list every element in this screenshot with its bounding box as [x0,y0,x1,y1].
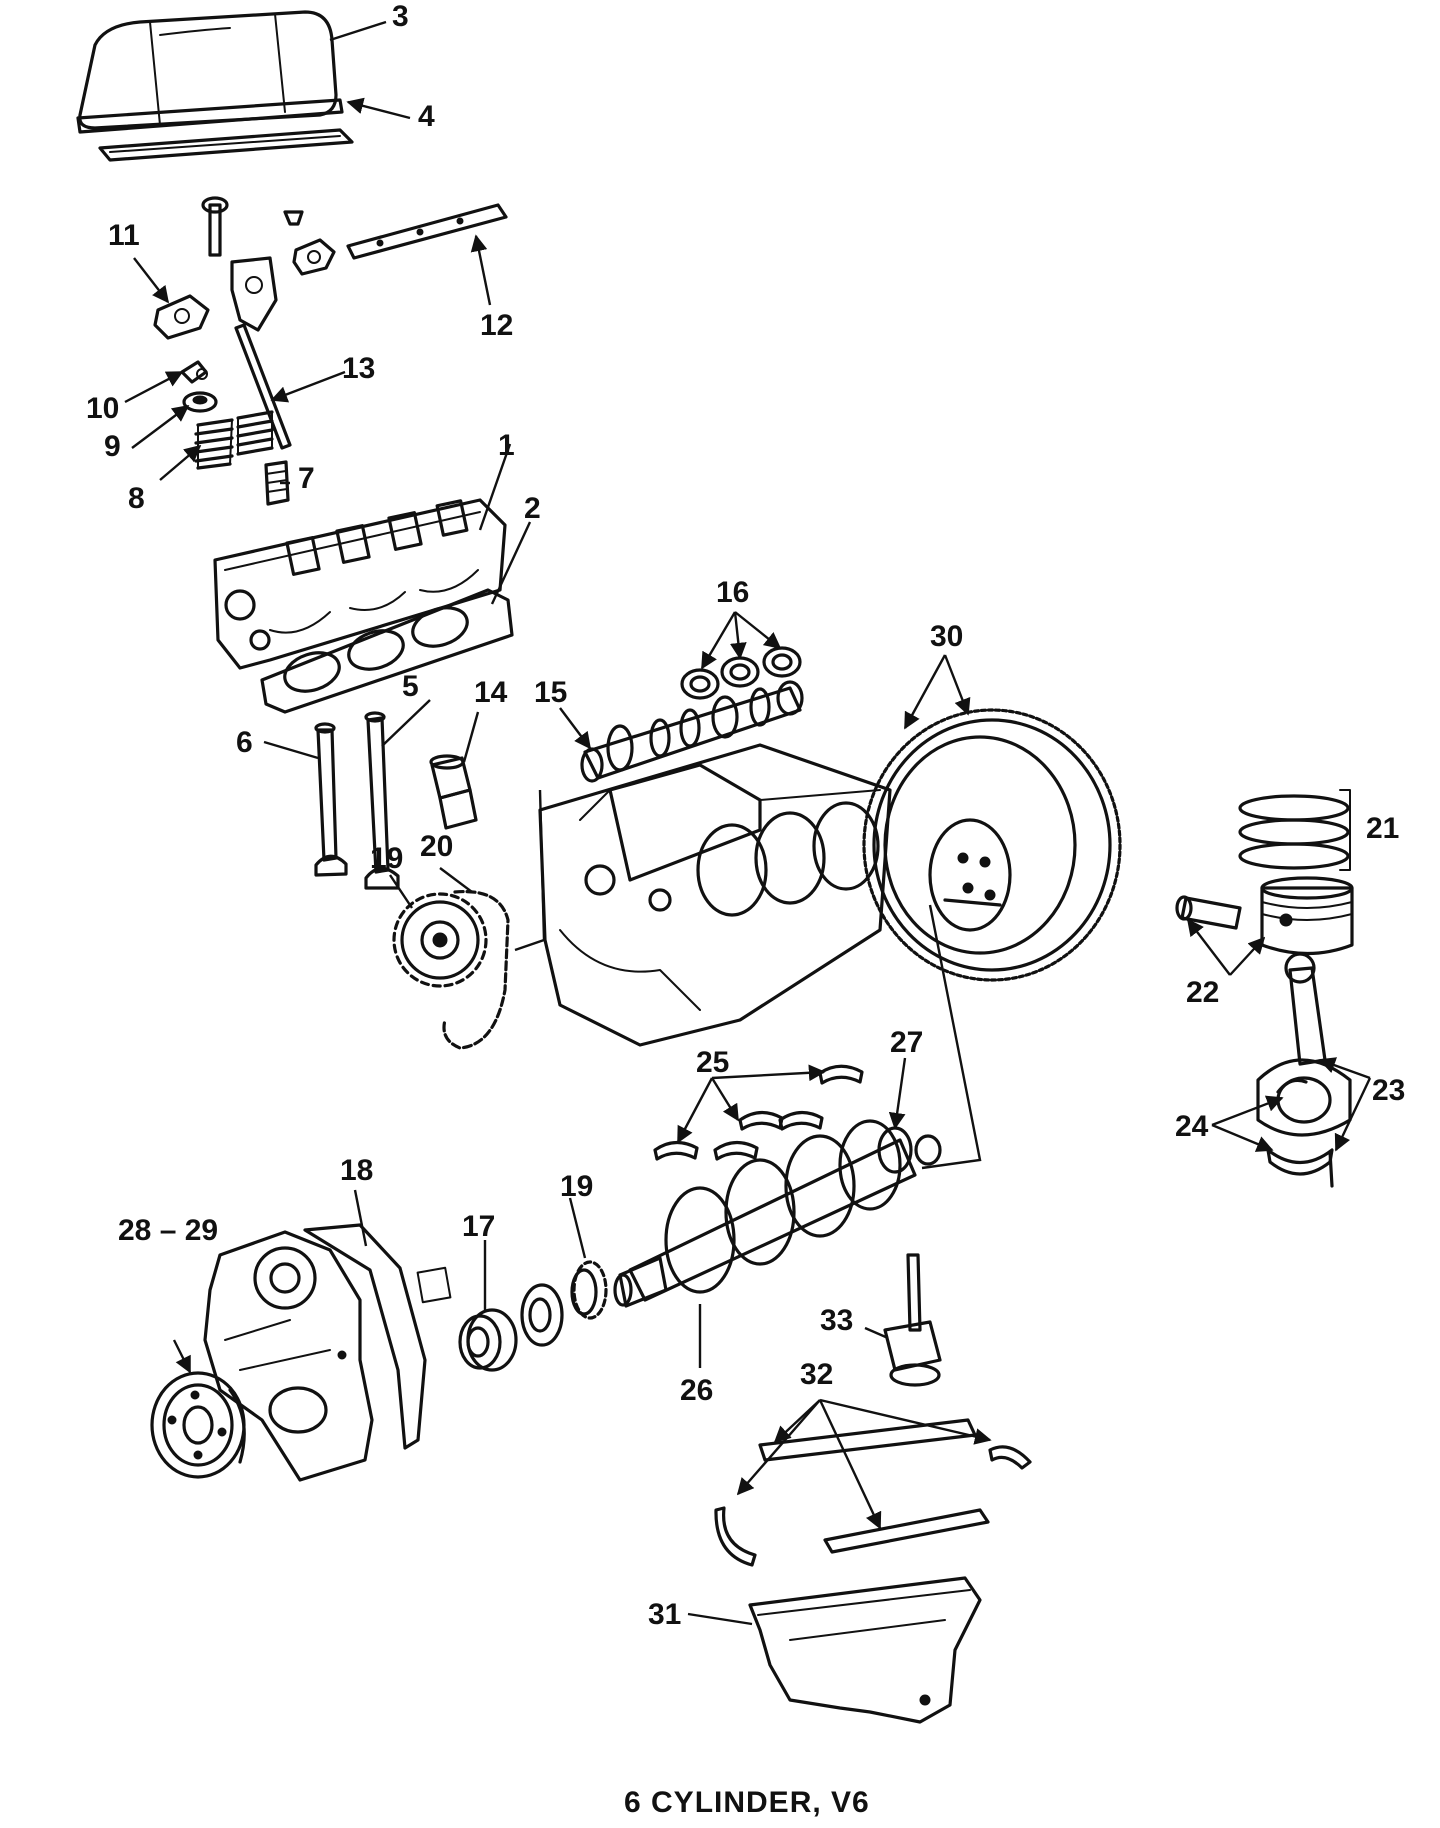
callout-23: 23 [1372,1074,1405,1107]
callout-13: 13 [342,352,375,385]
diagram-caption: 6 CYLINDER, V6 [624,1786,870,1819]
valve-spring-left [194,418,234,470]
timing-chain [442,889,510,1050]
callout-6: 6 [236,726,253,759]
piston [1260,876,1354,956]
callout-8: 8 [128,482,145,515]
callout-32: 32 [800,1358,833,1391]
valve-cover [76,10,344,134]
callout-3: 3 [392,0,409,33]
valve-spring-right [236,410,274,456]
callout-1: 1 [498,429,515,462]
head-gasket [260,588,514,714]
valve-stem-seal [264,460,290,506]
flywheel [862,708,1122,982]
callout-20: 20 [420,830,453,863]
callout-2: 2 [524,492,541,525]
callout-4: 4 [418,100,435,133]
callout-19-lower: 19 [560,1170,593,1203]
timing-cover [203,1230,374,1482]
timing-cover-gasket [303,1223,452,1450]
callout-24: 24 [1175,1110,1209,1143]
leader-lines [124,20,1372,1626]
callout-26: 26 [680,1374,713,1407]
callout-31: 31 [648,1598,681,1631]
rocker-ball [153,294,210,340]
camshaft-sprocket [392,892,488,988]
exhaust-valve [314,722,348,877]
oil-pump [883,1253,942,1387]
callout-12: 12 [480,309,513,342]
callout-22: 22 [1186,976,1219,1009]
rocker-pivot [283,210,336,276]
spring-retainer [182,391,218,413]
crankshaft [613,1119,917,1308]
front-crank-seal [458,1308,518,1372]
camshaft [580,680,804,783]
callout-21: 21 [1366,812,1399,845]
callout-18: 18 [340,1154,373,1187]
rod-bearings [1266,1078,1334,1176]
valve-keepers [180,360,208,384]
callout-10: 10 [86,392,119,425]
callout-5: 5 [402,670,419,703]
valve-cover-gasket [98,128,354,162]
callout-16: 16 [716,576,749,609]
callout-15: 15 [534,676,567,709]
callout-28-29: 28 – 29 [118,1214,218,1247]
callout-11: 11 [108,219,140,252]
rocker-arm [201,196,278,332]
pushrod [234,323,292,450]
rocker-shaft [346,203,508,260]
valve-lifter [429,754,478,830]
oil-pan-gaskets [714,1418,1032,1567]
piston-pin [1175,895,1242,930]
callout-labels: 3 4 11 12 13 10 9 8 7 1 2 16 30 5 14 15 … [86,0,1405,1631]
oil-slinger [520,1283,564,1347]
piston-rings [1238,789,1351,871]
callout-17: 17 [462,1210,495,1243]
engine-block [538,743,892,1047]
callout-25: 25 [696,1046,729,1079]
callout-9: 9 [104,430,121,463]
callout-14: 14 [474,676,508,709]
callout-27: 27 [890,1026,923,1059]
main-bearings [653,1064,864,1161]
cylinder-head [213,498,507,670]
callout-19-upper: 19 [370,842,403,875]
harmonic-balancer [150,1371,246,1479]
callout-30: 30 [930,620,963,653]
crankshaft-sprocket [570,1260,608,1320]
callout-7: 7 [298,462,315,495]
callout-33: 33 [820,1304,853,1337]
oil-pan [748,1576,982,1724]
